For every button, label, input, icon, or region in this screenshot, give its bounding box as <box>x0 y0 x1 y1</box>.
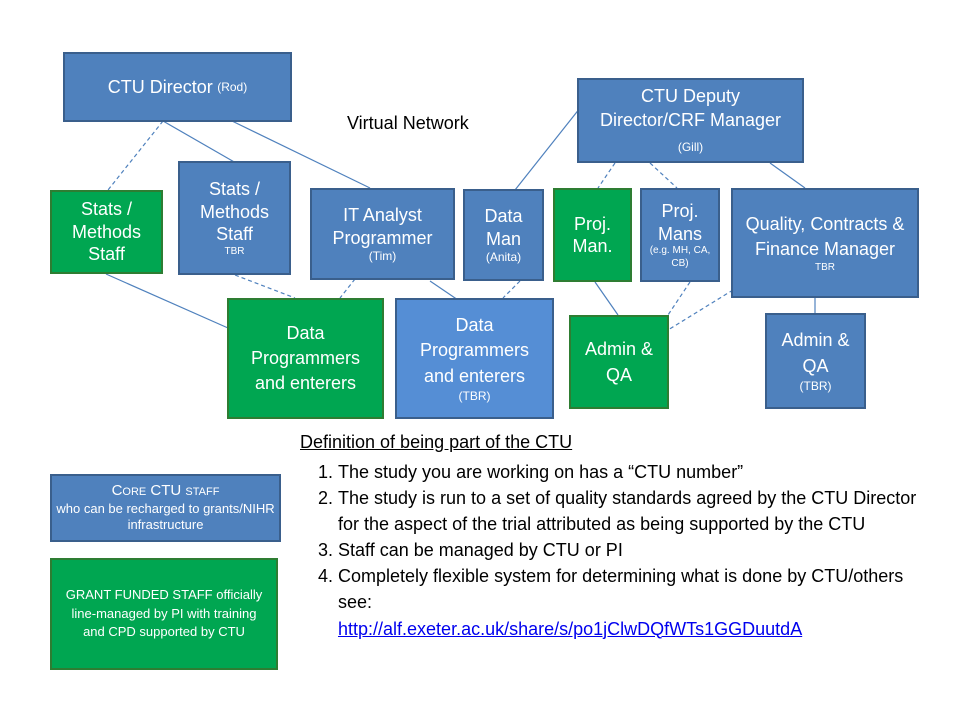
ctu-director-name: (Rod) <box>217 79 248 94</box>
proj-mans-box: Proj. Mans (e.g. MH, CA, CB) <box>640 188 720 282</box>
admin-qa-green-title: Admin & QA <box>584 338 654 385</box>
definition-heading: Definition of being part of the CTU <box>300 432 573 452</box>
data-man-box: Data Man (Anita) <box>463 189 544 281</box>
quality-contracts-finance-title: Quality, Contracts & Finance Manager <box>745 213 905 259</box>
ctu-director-title: CTU Director <box>107 76 213 97</box>
stats-methods-staff-tbr-title: Stats / Methods Staff <box>199 179 270 244</box>
definition-item: The study is run to a set of quality sta… <box>338 485 930 537</box>
share-link[interactable]: http://alf.exeter.ac.uk/share/s/po1jClwD… <box>338 618 803 639</box>
data-programmers-green-title: Data Programmers and enterers <box>250 322 361 394</box>
it-analyst-programmer-name: (Tim) <box>368 249 397 263</box>
proj-man-box: Proj. Man. <box>553 188 632 282</box>
stats-methods-staff-tbr-box: Stats / Methods Staff TBR <box>178 161 291 275</box>
admin-qa-tbr-title: Admin & QA <box>781 330 850 376</box>
ctu-deputy-box: CTU Deputy Director/CRF Manager (Gill) <box>577 78 804 163</box>
data-man-name: (Anita) <box>485 250 522 264</box>
definition-item: The study you are working on has a “CTU … <box>338 459 930 485</box>
legend-grant-funded-staff: GRANT FUNDED STAFF officially line-manag… <box>50 558 278 670</box>
stats-methods-staff-green-box: Stats / Methods Staff <box>50 190 163 274</box>
definition-list: The study you are working on has a “CTU … <box>300 459 930 642</box>
data-programmers-green-box: Data Programmers and enterers <box>227 298 384 419</box>
proj-man-title: Proj. Man. <box>572 213 613 257</box>
stats-methods-staff-tbr-sub: TBR <box>224 245 245 257</box>
legend-core-staff-desc: who can be recharged to grants/NIHR infr… <box>56 501 275 533</box>
it-analyst-programmer-title: IT Analyst Programmer <box>332 205 433 248</box>
data-programmers-tbr-box: Data Programmers and enterers (TBR) <box>395 298 554 419</box>
stats-methods-staff-green-title: Stats / Methods Staff <box>71 199 142 265</box>
data-man-title: Data Man <box>484 206 523 249</box>
proj-mans-names: (e.g. MH, CA, CB) <box>649 245 711 269</box>
admin-qa-tbr-sub: (TBR) <box>799 378 832 393</box>
ctu-director-box: CTU Director (Rod) <box>63 52 292 122</box>
legend-core-staff-title: Core CTU staff <box>111 482 220 500</box>
definition-item: Staff can be managed by CTU or PI <box>338 537 930 563</box>
proj-mans-title: Proj. Mans <box>657 201 702 244</box>
admin-qa-tbr-box: Admin & QA (TBR) <box>765 313 866 409</box>
legend-grant-funded-staff-desc: GRANT FUNDED STAFF officially line-manag… <box>65 586 263 640</box>
definition-item-text: Completely flexible system for determini… <box>338 566 904 613</box>
legend-core-staff: Core CTU staff who can be recharged to g… <box>50 474 281 542</box>
data-programmers-tbr-sub: (TBR) <box>458 388 491 403</box>
virtual-network-label: Virtual Network <box>347 113 469 133</box>
admin-qa-green-box: Admin & QA <box>569 315 669 409</box>
data-programmers-tbr-title: Data Programmers and enterers <box>419 315 530 386</box>
definition-item: Completely flexible system for determini… <box>338 563 930 641</box>
quality-contracts-finance-sub: TBR <box>815 261 835 273</box>
it-analyst-programmer-box: IT Analyst Programmer (Tim) <box>310 188 455 280</box>
quality-contracts-finance-box: Quality, Contracts & Finance Manager TBR <box>731 188 919 298</box>
ctu-deputy-title: CTU Deputy Director/CRF Manager <box>599 86 782 131</box>
ctu-deputy-name: (Gill) <box>677 139 704 154</box>
